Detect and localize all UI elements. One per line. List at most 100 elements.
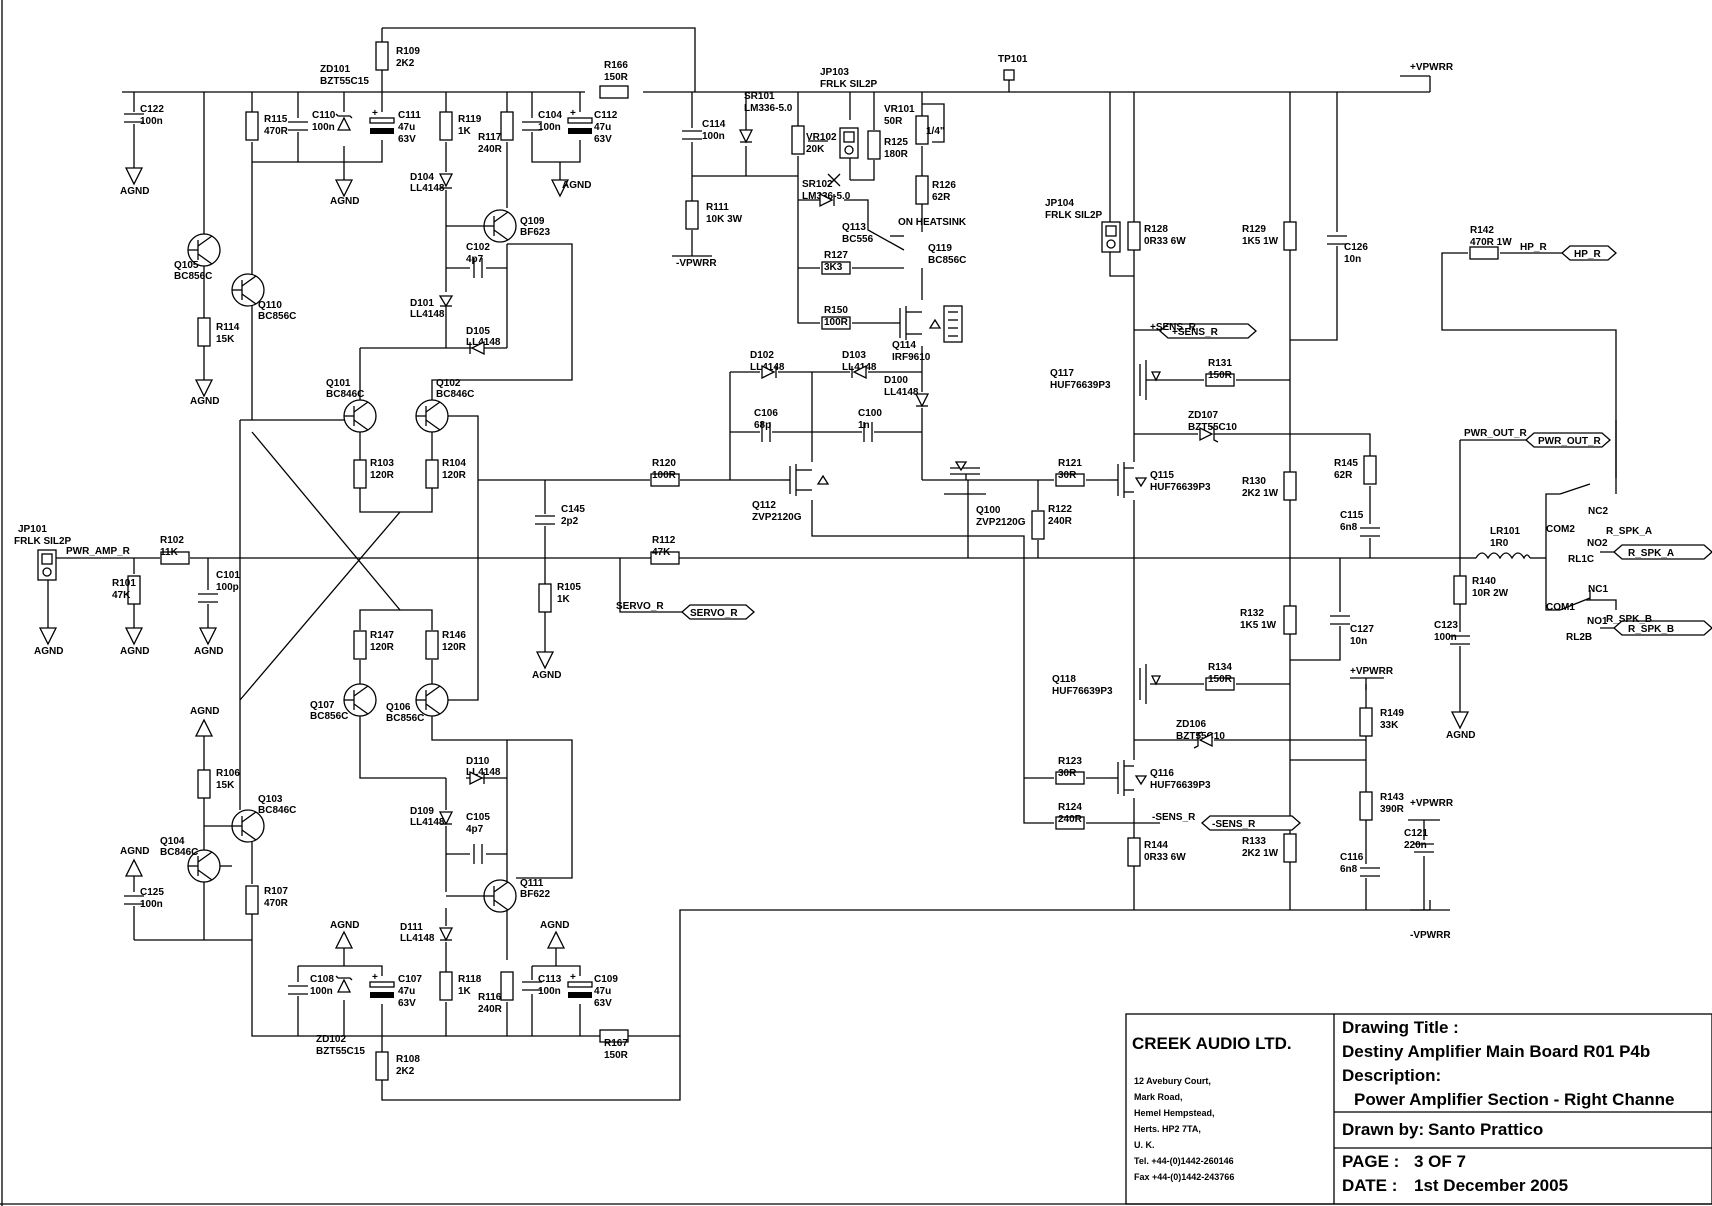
transistor-q104 bbox=[187, 849, 221, 883]
value-r143: 390R bbox=[1380, 804, 1405, 815]
ref-r118: R118 bbox=[458, 974, 482, 985]
value-c106: 68p bbox=[754, 420, 771, 431]
misc-label-4: COM2 bbox=[1546, 524, 1575, 535]
transistor-layer bbox=[187, 209, 517, 913]
mosfet-q114 bbox=[892, 305, 963, 343]
component-r149 bbox=[1359, 707, 1373, 737]
component-c110 bbox=[288, 121, 308, 131]
date-label: DATE : bbox=[1342, 1176, 1398, 1195]
sens-pos-port-label: +SENS_R bbox=[1172, 327, 1219, 338]
value-c122: 100n bbox=[140, 116, 163, 127]
component-c145 bbox=[535, 515, 555, 525]
ref-zd107: ZD107 bbox=[1188, 410, 1218, 421]
vneg-label-bottom: -VPWRR bbox=[1410, 930, 1451, 941]
component-c122 bbox=[124, 113, 144, 123]
value-q105: BC856C bbox=[174, 271, 212, 282]
ref-c122: C122 bbox=[140, 104, 164, 115]
value-r109: 2K2 bbox=[396, 58, 415, 69]
ref-r166: R166 bbox=[604, 60, 628, 71]
ref-r128: R128 bbox=[1144, 224, 1168, 235]
agnd-symbol-r105 bbox=[535, 651, 555, 670]
value-d100: LL4148 bbox=[884, 387, 919, 398]
value-c111: 47u bbox=[398, 122, 415, 133]
pwr-amp-label: PWR_AMP_R bbox=[66, 546, 131, 557]
component-r145 bbox=[1363, 455, 1377, 485]
value-r150: 100R bbox=[824, 317, 849, 328]
value-q109: BF623 bbox=[520, 227, 550, 238]
component-r117 bbox=[500, 111, 514, 141]
value-c123: 100n bbox=[1434, 632, 1457, 643]
misc-label-11: RL2B bbox=[1566, 632, 1592, 643]
component-r106 bbox=[197, 769, 211, 799]
ref-r124: R124 bbox=[1058, 802, 1082, 813]
sens-neg-port-label: -SENS_R bbox=[1212, 819, 1256, 830]
ref-q118: Q118 bbox=[1052, 674, 1076, 685]
component-r132 bbox=[1283, 605, 1297, 635]
value-c114: 100n bbox=[702, 131, 725, 142]
component-r127 bbox=[821, 261, 851, 275]
value-c109: 47u bbox=[594, 986, 611, 997]
ref-zd106: ZD106 bbox=[1176, 719, 1206, 730]
agnd-symbol-c104 bbox=[550, 179, 570, 198]
value-r105: 1K bbox=[557, 594, 571, 605]
value-c116: 6n8 bbox=[1340, 864, 1358, 875]
component-r126 bbox=[915, 175, 929, 205]
ref-c102: C102 bbox=[466, 242, 490, 253]
ref-zd102: ZD102 bbox=[316, 1034, 346, 1045]
value-vr101: 50R bbox=[884, 116, 903, 127]
static-symbols bbox=[37, 69, 1712, 993]
transistor-q101 bbox=[343, 399, 377, 433]
misc-label-9: NC1 bbox=[1588, 584, 1608, 595]
ref-r123: R123 bbox=[1058, 756, 1082, 767]
value-r149: 33K bbox=[1380, 720, 1399, 731]
component-r166 bbox=[599, 85, 629, 99]
value-r134: 150R bbox=[1208, 674, 1233, 685]
ref-q104: Q104 bbox=[160, 836, 185, 847]
value-r129: 1K5 1W bbox=[1242, 236, 1279, 247]
agnd-label-c104: AGND bbox=[562, 180, 591, 191]
component-r109 bbox=[375, 41, 389, 71]
component-r140 bbox=[1453, 575, 1467, 605]
ref-r126: R126 bbox=[932, 180, 956, 191]
ref-r130: R130 bbox=[1242, 476, 1266, 487]
agnd-label-c101: AGND bbox=[194, 646, 223, 657]
ref-d101: D101 bbox=[410, 298, 434, 309]
ref-c145: C145 bbox=[561, 504, 585, 515]
misc-label-0: JP101 bbox=[18, 524, 47, 535]
zener-zd106 bbox=[1193, 731, 1213, 749]
sens-pos-wire-label: +SENS_R bbox=[1150, 322, 1197, 333]
value-r108: 2K2 bbox=[396, 1066, 415, 1077]
value-r133: 2K2 1W bbox=[1242, 848, 1279, 859]
drawn-by-label: Drawn by: bbox=[1342, 1120, 1425, 1139]
value-r104: 120R bbox=[442, 470, 467, 481]
component-r130 bbox=[1283, 471, 1297, 501]
value-q103: BC846C bbox=[258, 805, 296, 816]
ref-d111: D111 bbox=[400, 922, 423, 933]
ref-r120: R120 bbox=[652, 458, 676, 469]
ref-c114: C114 bbox=[702, 119, 726, 130]
component-r129 bbox=[1283, 221, 1297, 251]
ref-lr101: LR101 bbox=[1490, 526, 1520, 537]
value-c105: 4p7 bbox=[466, 824, 484, 835]
agnd-label-r114: AGND bbox=[190, 396, 219, 407]
component-r107 bbox=[245, 885, 259, 915]
agnd-symbol-c122 bbox=[124, 167, 144, 186]
component-r116 bbox=[500, 971, 514, 1001]
ref-sr102 bbox=[819, 173, 841, 208]
zener-zd107 bbox=[1199, 425, 1219, 443]
value-q100: ZVP2120G bbox=[976, 517, 1026, 528]
component-r122 bbox=[1031, 510, 1045, 540]
ref-sr102: SR102 bbox=[802, 179, 833, 190]
ref-q117: Q117 bbox=[1050, 368, 1074, 379]
agnd-symbol-c101 bbox=[198, 627, 218, 646]
value-vr102: 20K bbox=[806, 144, 825, 155]
ref-d100: D100 bbox=[884, 375, 908, 386]
value-q116: HUF76639P3 bbox=[1150, 780, 1211, 791]
component-vr102 bbox=[791, 125, 805, 155]
ref-r133: R133 bbox=[1242, 836, 1266, 847]
value-r122: 240R bbox=[1048, 516, 1073, 527]
ref-r167: R167 bbox=[604, 1038, 628, 1049]
wires bbox=[47, 27, 1622, 1101]
port-pwr-out bbox=[1525, 432, 1611, 448]
company-name: CREEK AUDIO LTD. bbox=[1132, 1034, 1292, 1053]
